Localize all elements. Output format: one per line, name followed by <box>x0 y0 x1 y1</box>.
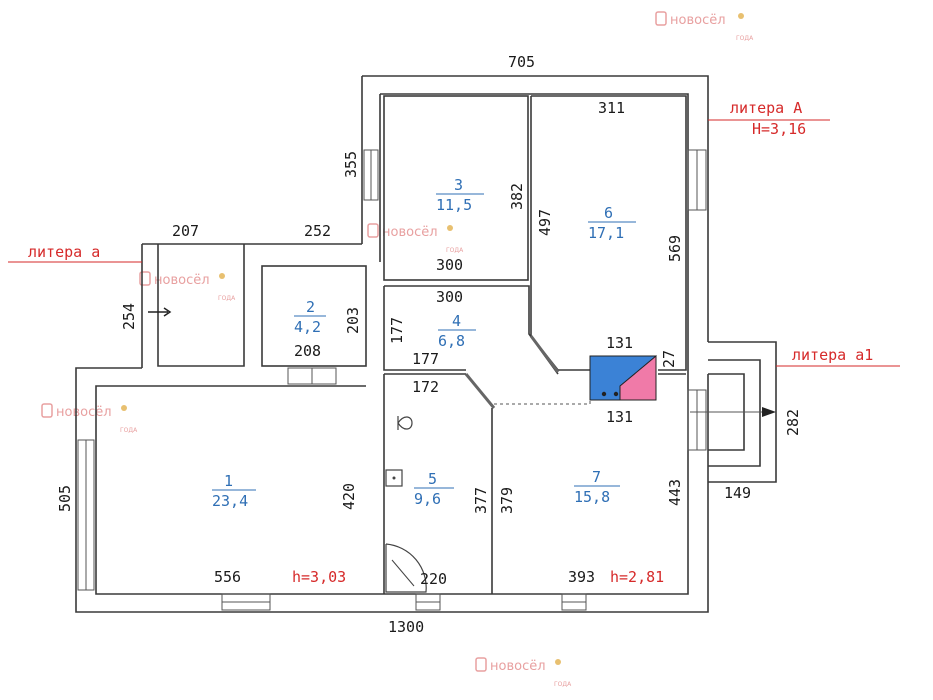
svg-text:7: 7 <box>592 468 601 486</box>
svg-text:17,1: 17,1 <box>588 224 624 242</box>
watermark-top: новосёл ГОДА <box>655 11 754 42</box>
dashed-opening <box>494 374 591 405</box>
svg-text:новосёл: новосёл <box>490 659 546 674</box>
dim-393: 393 <box>568 568 595 586</box>
dim-207: 207 <box>172 222 199 240</box>
room-6-label: 6 17,1 <box>588 204 636 242</box>
dim-311: 311 <box>598 99 625 117</box>
door-room4 <box>529 335 560 373</box>
sink-icon <box>385 469 403 487</box>
svg-text:11,5: 11,5 <box>436 196 472 214</box>
dim-282: 282 <box>784 409 802 436</box>
watermark-bottom: новосёл ГОДА <box>475 657 572 688</box>
a1-arrow <box>762 407 776 417</box>
dim-420: 420 <box>340 483 358 510</box>
dim-overall-bottom: 1300 <box>388 618 424 636</box>
toilet-icon <box>397 416 413 430</box>
svg-text:4,2: 4,2 <box>294 318 321 336</box>
shower-icon <box>385 543 427 593</box>
svg-text:ГОДА: ГОДА <box>736 35 754 42</box>
svg-text:новосёл: новосёл <box>154 273 210 288</box>
watermark-center: новосёл ГОДА <box>367 223 464 254</box>
dim-177h: 177 <box>412 350 439 368</box>
dim-254: 254 <box>120 303 138 330</box>
svg-text:15,8: 15,8 <box>574 488 610 506</box>
dim-203: 203 <box>344 307 362 334</box>
svg-text:1: 1 <box>224 472 233 490</box>
dim-208: 208 <box>294 342 321 360</box>
svg-text:6: 6 <box>604 204 613 222</box>
room-7-label: 7 15,8 <box>574 468 620 506</box>
dim-172: 172 <box>412 378 439 396</box>
dim-355: 355 <box>342 151 360 178</box>
dim-379: 379 <box>498 487 516 514</box>
dim-505: 505 <box>56 485 74 512</box>
svg-text:23,4: 23,4 <box>212 492 248 510</box>
dim-131a: 131 <box>606 334 633 352</box>
dim-220: 220 <box>420 570 447 588</box>
litera-a-walls <box>141 243 362 368</box>
dim-27: 27 <box>660 350 678 368</box>
inner-wall-main <box>95 93 689 595</box>
left-wall-upper <box>361 76 381 262</box>
svg-text:новосёл: новосёл <box>670 13 726 28</box>
svg-text:9,6: 9,6 <box>414 490 441 508</box>
svg-text:6,8: 6,8 <box>438 332 465 350</box>
height-left: h=3,03 <box>292 568 346 586</box>
svg-text:новосёл: новосёл <box>56 405 112 420</box>
dim-300a: 300 <box>436 256 463 274</box>
litera-a-label: литера а <box>28 243 100 261</box>
dim-overall-top: 705 <box>508 53 535 71</box>
dim-556: 556 <box>214 568 241 586</box>
dim-382: 382 <box>508 183 526 210</box>
dim-443: 443 <box>666 479 684 506</box>
room-4-label: 4 6,8 <box>438 312 476 350</box>
room-3-label: 3 11,5 <box>436 176 484 214</box>
svg-text:ГОДА: ГОДА <box>446 247 464 254</box>
dim-497: 497 <box>536 209 554 236</box>
room-2-walls <box>261 265 367 367</box>
room-5-walls <box>383 373 493 594</box>
svg-text:5: 5 <box>428 470 437 488</box>
svg-text:новосёл: новосёл <box>382 225 438 240</box>
height-right: h=2,81 <box>610 568 664 586</box>
litera-a1-label: литера а1 <box>792 346 873 364</box>
dim-177v: 177 <box>388 317 406 344</box>
boiler-icon <box>589 354 657 401</box>
svg-text:3: 3 <box>454 176 463 194</box>
dim-569: 569 <box>666 235 684 262</box>
svg-text:4: 4 <box>452 312 461 330</box>
litera-A-height: H=3,16 <box>752 120 806 138</box>
svg-text:ГОДА: ГОДА <box>554 681 572 688</box>
dim-149: 149 <box>724 484 751 502</box>
dim-252: 252 <box>304 222 331 240</box>
outer-wall-main <box>75 75 709 613</box>
svg-text:ГОДА: ГОДА <box>218 295 236 302</box>
room-2-label: 2 4,2 <box>294 298 326 336</box>
window-marks <box>77 149 707 611</box>
door-room5 <box>464 373 496 409</box>
watermark-room1: новосёл ГОДА <box>41 403 138 434</box>
room-1-label: 1 23,4 <box>212 472 256 510</box>
litera-A-label: литера А <box>730 99 802 117</box>
a-arrow <box>148 307 172 317</box>
watermark-left: новосёл ГОДА <box>139 271 236 302</box>
dim-131b: 131 <box>606 408 633 426</box>
dim-377: 377 <box>472 487 490 514</box>
room-5-label: 5 9,6 <box>414 470 454 508</box>
room-3-walls <box>383 95 529 281</box>
svg-text:ГОДА: ГОДА <box>120 427 138 434</box>
dim-300b: 300 <box>436 288 463 306</box>
svg-text:2: 2 <box>306 298 315 316</box>
